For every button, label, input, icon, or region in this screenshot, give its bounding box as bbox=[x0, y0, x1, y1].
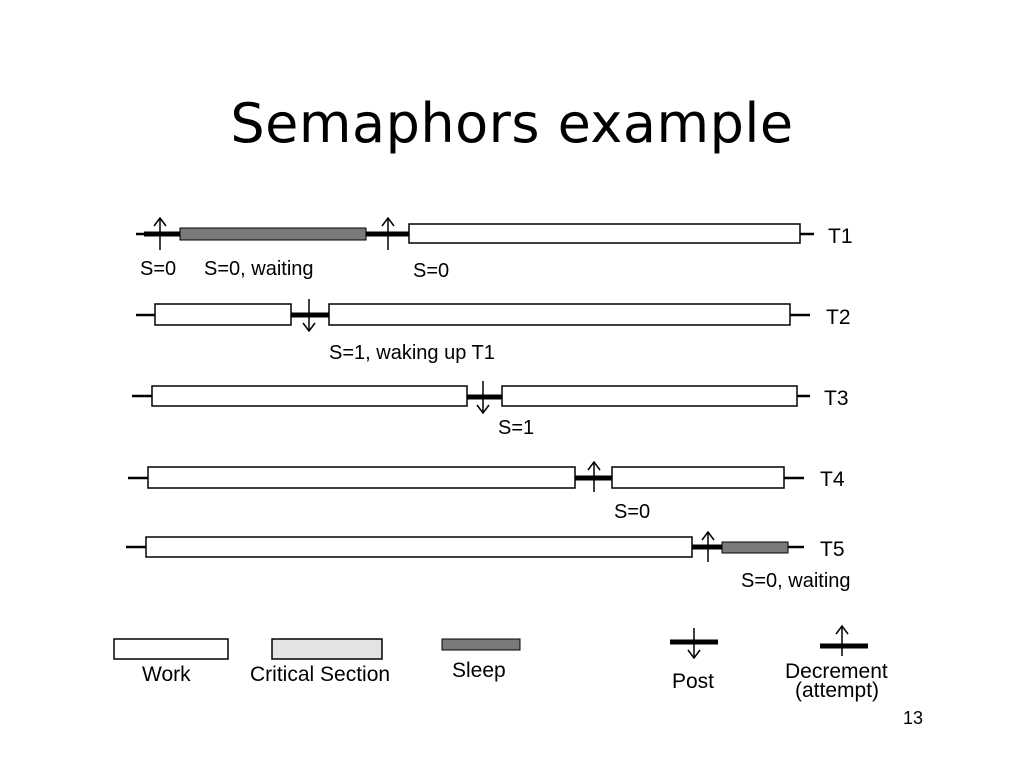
legend-sleep-swatch bbox=[441, 638, 521, 651]
legend-post-label: Post bbox=[672, 670, 714, 693]
t3-label-s1: S=1 bbox=[498, 417, 534, 439]
t5-sleep-block bbox=[721, 541, 789, 554]
thread-t3: T3 S=1 bbox=[132, 381, 849, 439]
legend: Work Critical Section Sleep Post Decreme… bbox=[113, 624, 888, 702]
t3-work-block-2 bbox=[501, 385, 798, 407]
t4-decrement-arrowhead bbox=[587, 460, 601, 471]
t5-label-waiting: S=0, waiting bbox=[741, 570, 851, 592]
t1-label-s0-second: S=0 bbox=[413, 260, 449, 282]
t3-thread-label: T3 bbox=[824, 387, 849, 410]
t4-thread-label: T4 bbox=[820, 468, 845, 491]
t1-label-waiting: S=0, waiting bbox=[204, 258, 314, 280]
t1-decrement-arrowhead-2 bbox=[381, 216, 395, 227]
thread-t4: T4 S=0 bbox=[128, 460, 845, 523]
t1-label-s0-first: S=0 bbox=[140, 258, 176, 280]
t3-work-block-1 bbox=[151, 385, 468, 407]
thread-t5: T5 S=0, waiting bbox=[126, 530, 851, 592]
legend-work-label: Work bbox=[142, 663, 191, 686]
legend-post-arrowhead bbox=[687, 649, 701, 660]
t4-work-block-2 bbox=[611, 466, 785, 489]
legend-critical-label: Critical Section bbox=[250, 663, 390, 686]
thread-t1: T1 S=0 S=0, waiting S=0 bbox=[136, 216, 853, 282]
t5-work-block bbox=[145, 536, 693, 558]
thread-t2: T2 S=1, waking up T1 bbox=[136, 299, 851, 364]
slide-title: Semaphors example bbox=[230, 92, 794, 155]
t1-decrement-arrowhead-1 bbox=[153, 216, 167, 227]
legend-work-swatch bbox=[113, 638, 229, 660]
t4-work-block-1 bbox=[147, 466, 576, 489]
t4-label-s0: S=0 bbox=[614, 501, 650, 523]
legend-critical-swatch bbox=[271, 638, 383, 660]
t2-label-waking: S=1, waking up T1 bbox=[329, 342, 495, 364]
t3-post-arrowhead bbox=[476, 404, 490, 415]
t2-work-block-1 bbox=[154, 303, 292, 326]
legend-decrement-arrowhead bbox=[835, 624, 849, 635]
legend-sleep-label: Sleep bbox=[452, 659, 506, 682]
t2-post-arrowhead bbox=[302, 322, 316, 333]
t1-work-block bbox=[408, 223, 801, 244]
t1-sleep-block bbox=[179, 227, 367, 241]
legend-decrement-sublabel: (attempt) bbox=[795, 679, 879, 702]
t5-decrement-arrowhead bbox=[701, 530, 715, 541]
page-number: 13 bbox=[903, 708, 924, 728]
legend-decrement-label: Decrement bbox=[785, 660, 888, 683]
t2-work-block-2 bbox=[328, 303, 791, 326]
t1-thread-label: T1 bbox=[828, 225, 853, 248]
t2-thread-label: T2 bbox=[826, 306, 851, 329]
t5-thread-label: T5 bbox=[820, 538, 845, 561]
